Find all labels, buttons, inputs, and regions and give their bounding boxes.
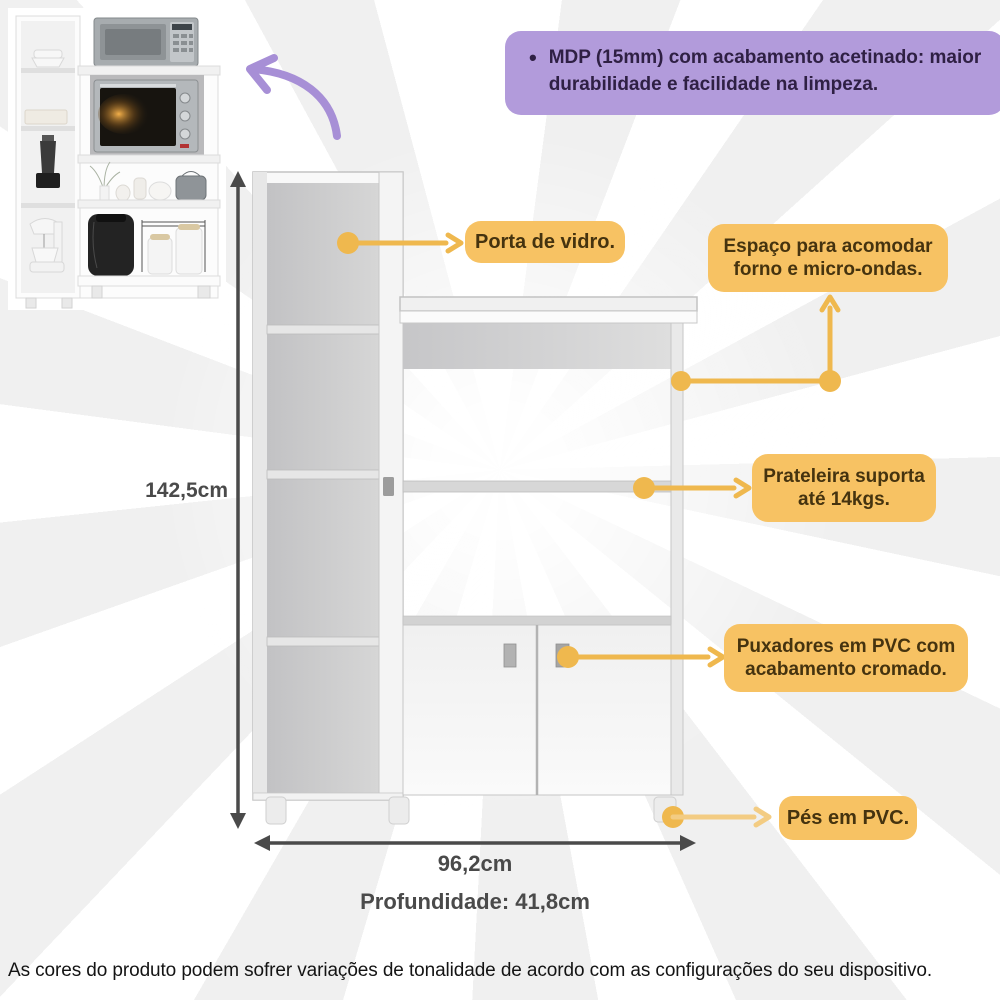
door-handle-left: [503, 643, 517, 668]
column-shelf: [266, 469, 380, 480]
callout-line-puxadores: [557, 646, 726, 668]
label-espaco-forno-microondas: Espaço para acomodar forno e micro-ondas…: [708, 224, 948, 292]
product-photo: [8, 8, 226, 310]
cabinet-feet: [265, 796, 677, 825]
photo-right-tower: [25, 17, 221, 309]
width-dimension-value: 96,2cm: [437, 851, 513, 876]
label-prateleira: Prateleira suporta até 14kgs.: [752, 454, 936, 522]
oven-icon: [93, 79, 199, 153]
canisters-icon: [147, 224, 203, 275]
air-fryer-icon: [88, 214, 134, 276]
blender-icon: [36, 135, 60, 188]
width-dimension-arrow: [254, 835, 696, 851]
label-puxadores: Puxadores em PVC com acabamento cromado.: [724, 624, 968, 692]
middle-shelf: [402, 480, 672, 493]
bullet-icon: •: [529, 45, 537, 70]
material-info-text: MDP (15mm) com acabamento acetinado: mai…: [548, 47, 982, 95]
label-text: Puxadores em PVC com acabamento cromado.: [736, 635, 956, 680]
microwave-icon: [93, 17, 199, 67]
jars-icon: [115, 177, 172, 202]
label-text: Prateleira suporta até 14kgs.: [763, 465, 925, 510]
callout-line-espaco: [671, 294, 841, 392]
label-text: Espaço para acomodar forno e micro-ondas…: [723, 235, 933, 280]
oven-valance: [403, 320, 672, 369]
photo-left-column: [15, 15, 81, 299]
callout-line-porta: [337, 232, 464, 254]
mixer-icon: [29, 218, 65, 273]
dish-icon: [24, 109, 68, 125]
label-pes-pvc: Pés em PVC.: [779, 796, 917, 840]
oven-tower: [399, 296, 698, 796]
top-board: [399, 296, 698, 312]
label-text: Pés em PVC.: [786, 806, 910, 829]
glass-door-column: [252, 171, 404, 801]
callout-line-pes: [662, 806, 772, 828]
curved-arrow-icon: [246, 54, 341, 140]
label-text: Porta de vidro.: [474, 230, 616, 253]
color-disclaimer-text: As cores do produto podem sofrer variaçõ…: [8, 960, 933, 981]
material-info-box: • MDP (15mm) com acabamento acetinado: m…: [505, 31, 1000, 115]
column-shelf: [266, 324, 380, 335]
photo-feet: [25, 285, 211, 309]
glass-door-handle: [383, 477, 394, 496]
bowls-icon: [31, 49, 65, 68]
callout-line-prateleira: [633, 477, 752, 499]
height-dimension-arrow: [230, 171, 246, 829]
kettle-icon: [175, 171, 207, 201]
label-porta-de-vidro: Porta de vidro.: [465, 221, 625, 263]
height-dimension-value: 142,5cm: [145, 479, 228, 502]
column-shelf: [266, 636, 380, 647]
depth-dimension-value: Profundidade: 41,8cm: [360, 889, 590, 914]
